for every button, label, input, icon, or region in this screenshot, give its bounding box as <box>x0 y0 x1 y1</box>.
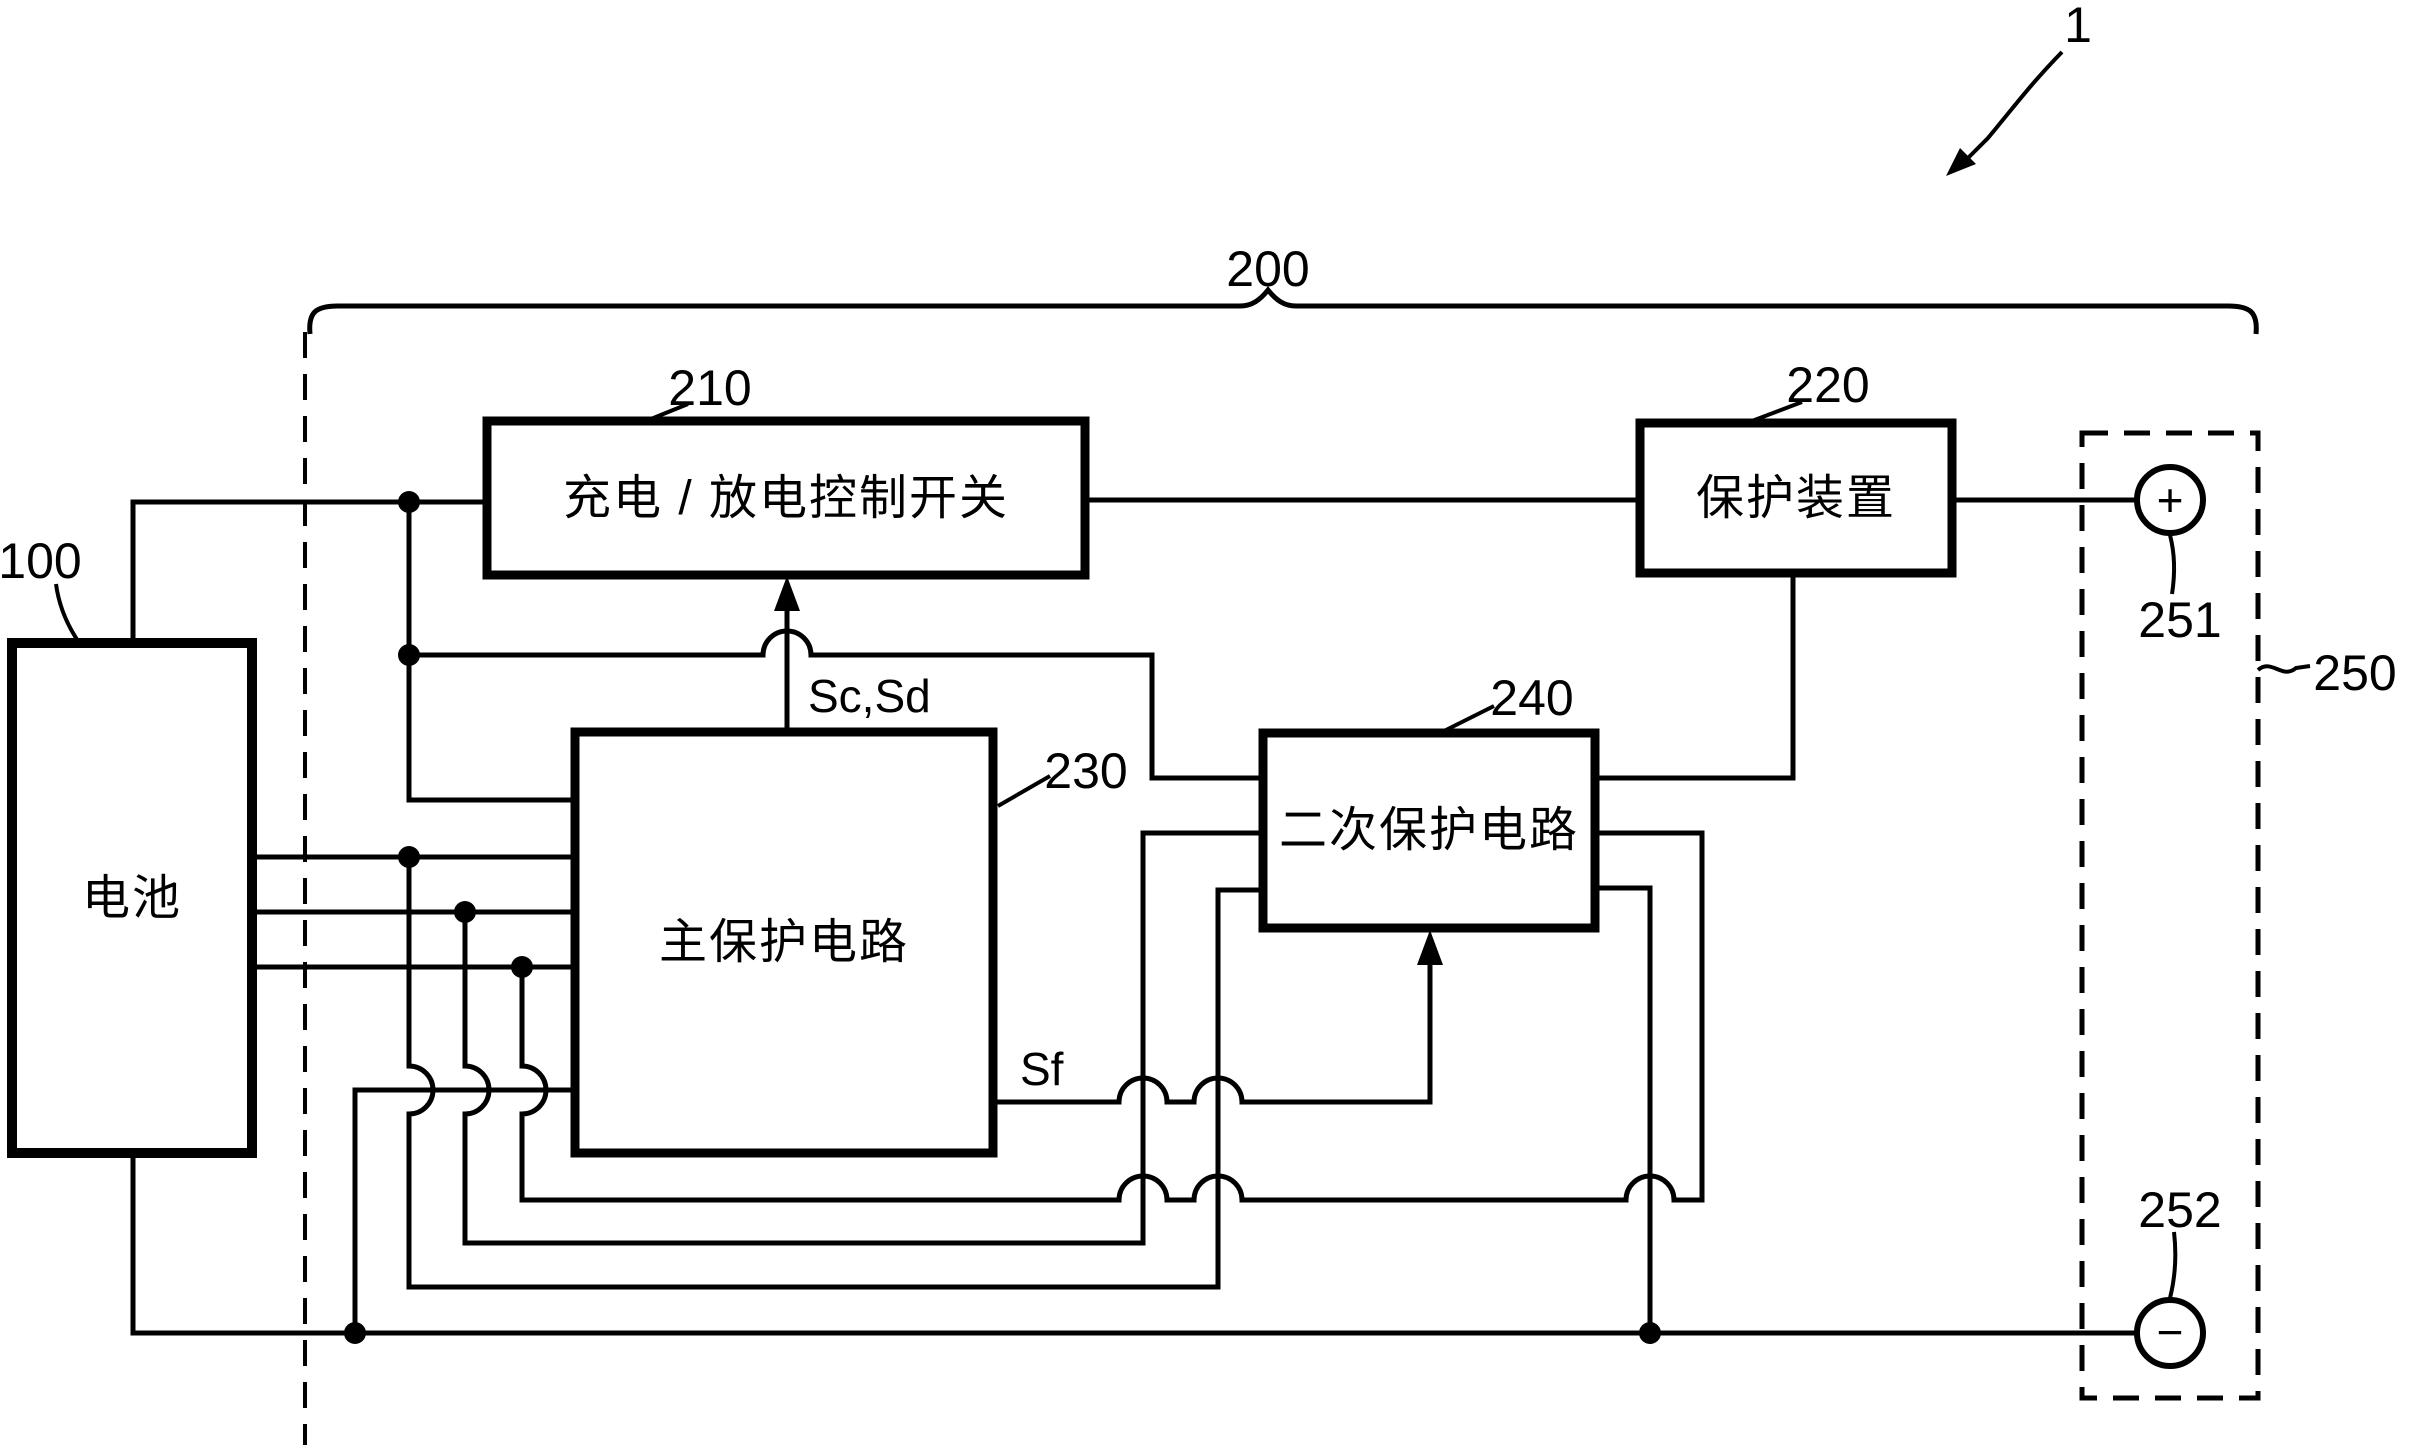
leader-figure-ref-arrow <box>1964 50 2064 162</box>
block-220-ref-label: 220 <box>1786 357 1869 413</box>
minus-sign: − <box>2157 1306 2184 1358</box>
battery-name-label: 电池 <box>82 872 182 925</box>
brace-200 <box>307 285 2259 335</box>
wire-toptap-240 <box>409 628 1263 781</box>
plus-sign: + <box>2157 474 2184 526</box>
block-230-name-label: 主保护电路 <box>659 916 909 969</box>
wire-240-bminus <box>1595 885 1653 1333</box>
wire-tap2-240 <box>462 830 1263 1246</box>
wire-bminus-rail <box>130 1153 2137 1336</box>
plus-terminal-ref-label: 251 <box>2138 592 2221 648</box>
wire-tap1-240 <box>406 857 1263 1290</box>
junction-dot <box>398 846 420 868</box>
wire-toptap-230 <box>406 502 575 803</box>
block-210-ref-label: 210 <box>668 360 751 416</box>
arrowhead-scsd-into-210 <box>774 576 800 611</box>
leader-210 <box>645 402 689 423</box>
block-210-charge-discharge-switch <box>482 416 1090 580</box>
block-220-protection-device <box>1635 418 1957 578</box>
leader-230 <box>997 774 1051 808</box>
block-210-name-label: 充电 / 放电控制开关 <box>563 472 1009 525</box>
leader-251 <box>2168 534 2177 595</box>
wire-tap3-240 <box>519 830 1705 1203</box>
wire-220-240 <box>1595 573 1796 781</box>
leader-240 <box>1441 704 1495 734</box>
signal-scsd-label: Sc,Sd <box>808 670 931 722</box>
wire-sf <box>993 958 1433 1105</box>
junction-dot <box>398 491 420 513</box>
arrowhead-figure-ref <box>1946 148 1976 176</box>
junction-dot <box>344 1322 366 1344</box>
junction-dot <box>511 956 533 978</box>
junction-dots <box>344 491 1661 1344</box>
block-230-main-protection-circuit <box>570 727 998 1158</box>
block-battery <box>7 638 257 1158</box>
block-240-name-label: 二次保护电路 <box>1279 804 1579 857</box>
minus-terminal-ref-label: 252 <box>2138 1182 2221 1238</box>
leader-lines <box>54 50 2311 1299</box>
battery-ref-label: 100 <box>0 533 82 589</box>
wiring <box>130 497 2137 1336</box>
wire-bminus-230 <box>352 1087 575 1333</box>
pack-ref-label: 250 <box>2313 645 2396 701</box>
figure-ref-label: 1 <box>2064 0 2092 53</box>
junction-dot <box>1639 1322 1661 1344</box>
plus-terminal-circle <box>2134 464 2206 536</box>
minus-terminal-circle <box>2134 1297 2206 1369</box>
block-220-name-label: 保护装置 <box>1696 472 1896 525</box>
wire-bplus-top <box>130 499 487 643</box>
leader-252 <box>2168 1231 2178 1299</box>
block-240-secondary-protection-circuit <box>1258 728 1600 933</box>
junction-dot <box>454 901 476 923</box>
junction-dot <box>398 644 420 666</box>
dashed-terminal-block-250 <box>2079 430 2261 1401</box>
leader-250 <box>2256 664 2311 674</box>
leader-100 <box>54 583 80 643</box>
arrowhead-sf-into-240 <box>1417 930 1443 965</box>
leader-220 <box>1743 400 1803 426</box>
block-240-ref-label: 240 <box>1490 670 1573 726</box>
block-230-ref-label: 230 <box>1044 743 1127 799</box>
signal-sf-label: Sf <box>1020 1043 1064 1095</box>
brace-ref-label: 200 <box>1226 241 1309 297</box>
